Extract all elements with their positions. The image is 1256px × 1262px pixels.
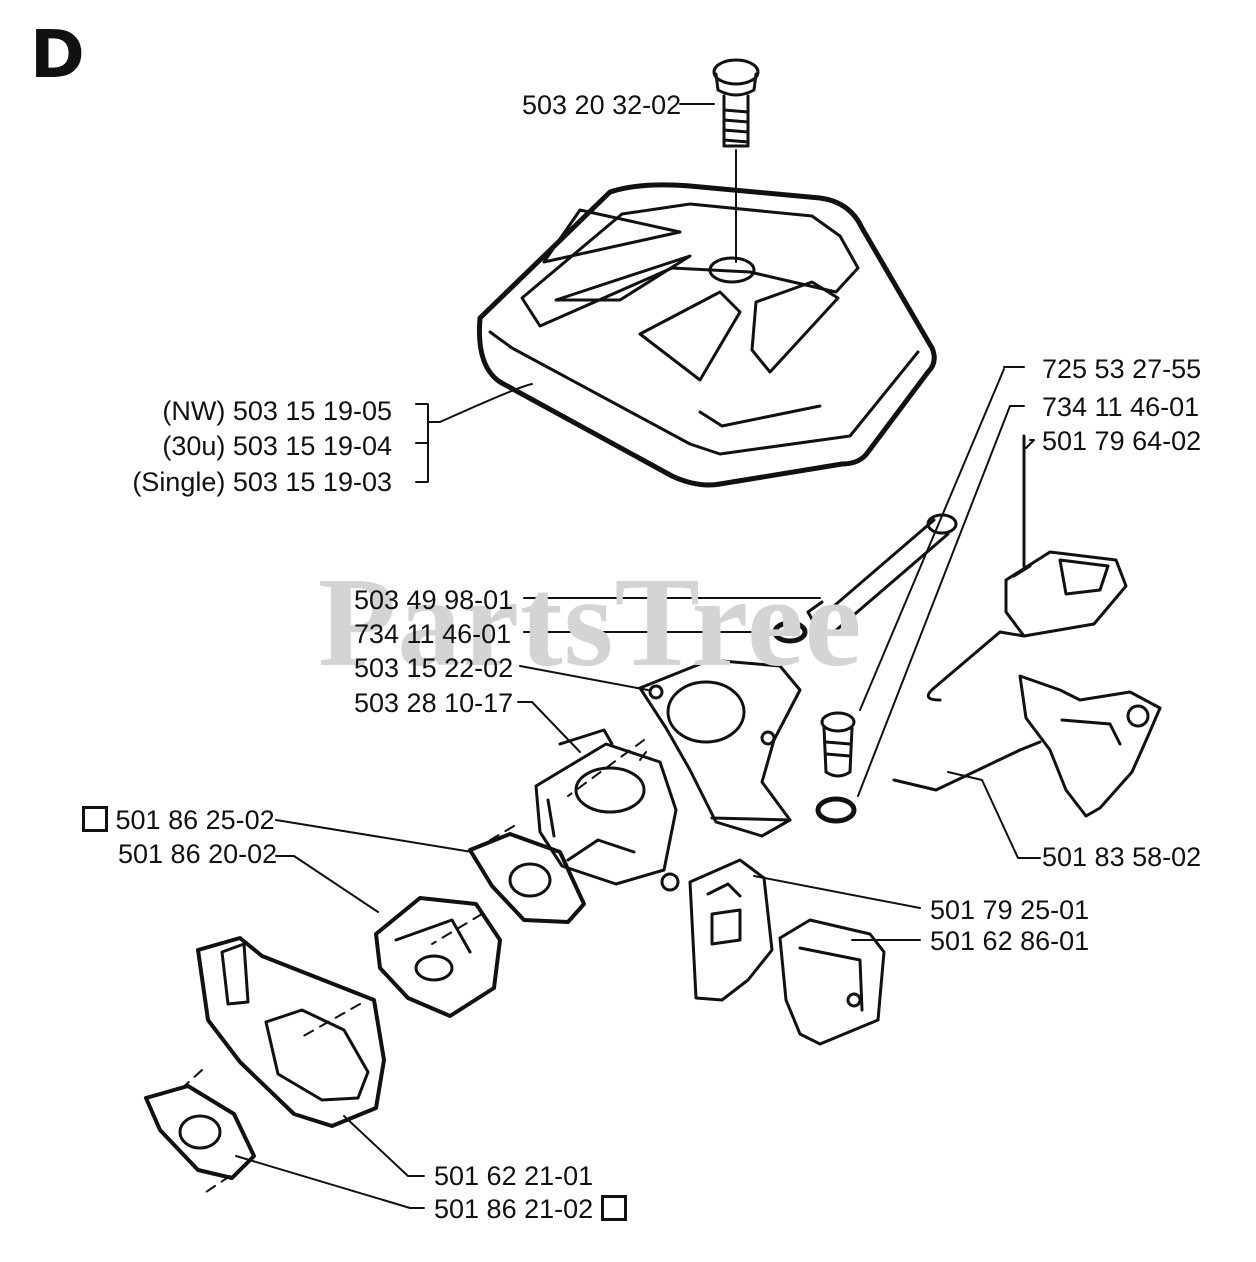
label-spacer: 501 86 20-02 <box>118 839 278 869</box>
filter-element-part <box>778 918 886 1046</box>
bolt-part <box>712 58 760 263</box>
screw-part <box>820 711 856 778</box>
throttle-assembly-part <box>1018 674 1162 818</box>
label-cover-30u: (30u) 503 15 19-04 <box>162 431 392 461</box>
spacer-part <box>374 896 502 1018</box>
assembly-axis <box>179 739 647 1193</box>
lever-part <box>926 434 1128 702</box>
kit-marker-box <box>82 806 108 832</box>
label-carburetor: 503 28 10-17 <box>354 688 514 718</box>
label-rod: 501 83 58-02 <box>1042 842 1202 872</box>
label-holder: 503 15 22-02 <box>354 653 514 683</box>
label-bolt-top: 503 20 32-02 <box>522 90 682 120</box>
leader-lines <box>235 103 1041 1209</box>
label-gasket-1-text: 501 86 25-02 <box>115 805 275 835</box>
carburetor-holder-part <box>638 658 802 838</box>
gasket-part <box>468 832 586 924</box>
rod-part <box>892 740 1042 792</box>
label-lever: 501 79 64-02 <box>1042 426 1202 456</box>
label-washer-right: 734 11 46-01 <box>1042 392 1200 422</box>
label-gasket-1: 501 86 25-02 <box>82 806 275 834</box>
label-gasket-2-text: 501 86 21-02 <box>434 1194 594 1224</box>
carburetor-part <box>534 728 680 892</box>
label-screw-right: 725 53 27-55 <box>1042 354 1202 384</box>
intake-housing-part <box>196 936 386 1128</box>
label-long-bolt: 503 49 98-01 <box>354 585 514 615</box>
watermark: PartsTree <box>318 551 863 693</box>
label-filter: 501 62 86-01 <box>930 926 1090 956</box>
label-cover-nw: (NW) 503 15 19-05 <box>162 396 392 426</box>
label-washer-left: 734 11 46-01 <box>354 619 512 649</box>
section-letter: D <box>30 16 85 93</box>
label-gasket-2: 501 86 21-02 <box>434 1195 627 1223</box>
air-filter-cover-part <box>476 182 937 488</box>
label-plate: 501 79 25-01 <box>930 895 1090 925</box>
lower-gasket-part <box>144 1084 256 1180</box>
label-cover-single: (Single) 503 15 19-03 <box>132 467 392 497</box>
kit-marker-box <box>600 1195 627 1221</box>
washer-right-part <box>815 796 857 824</box>
filter-plate-part <box>688 858 774 1002</box>
label-intake: 501 62 21-01 <box>434 1161 594 1191</box>
